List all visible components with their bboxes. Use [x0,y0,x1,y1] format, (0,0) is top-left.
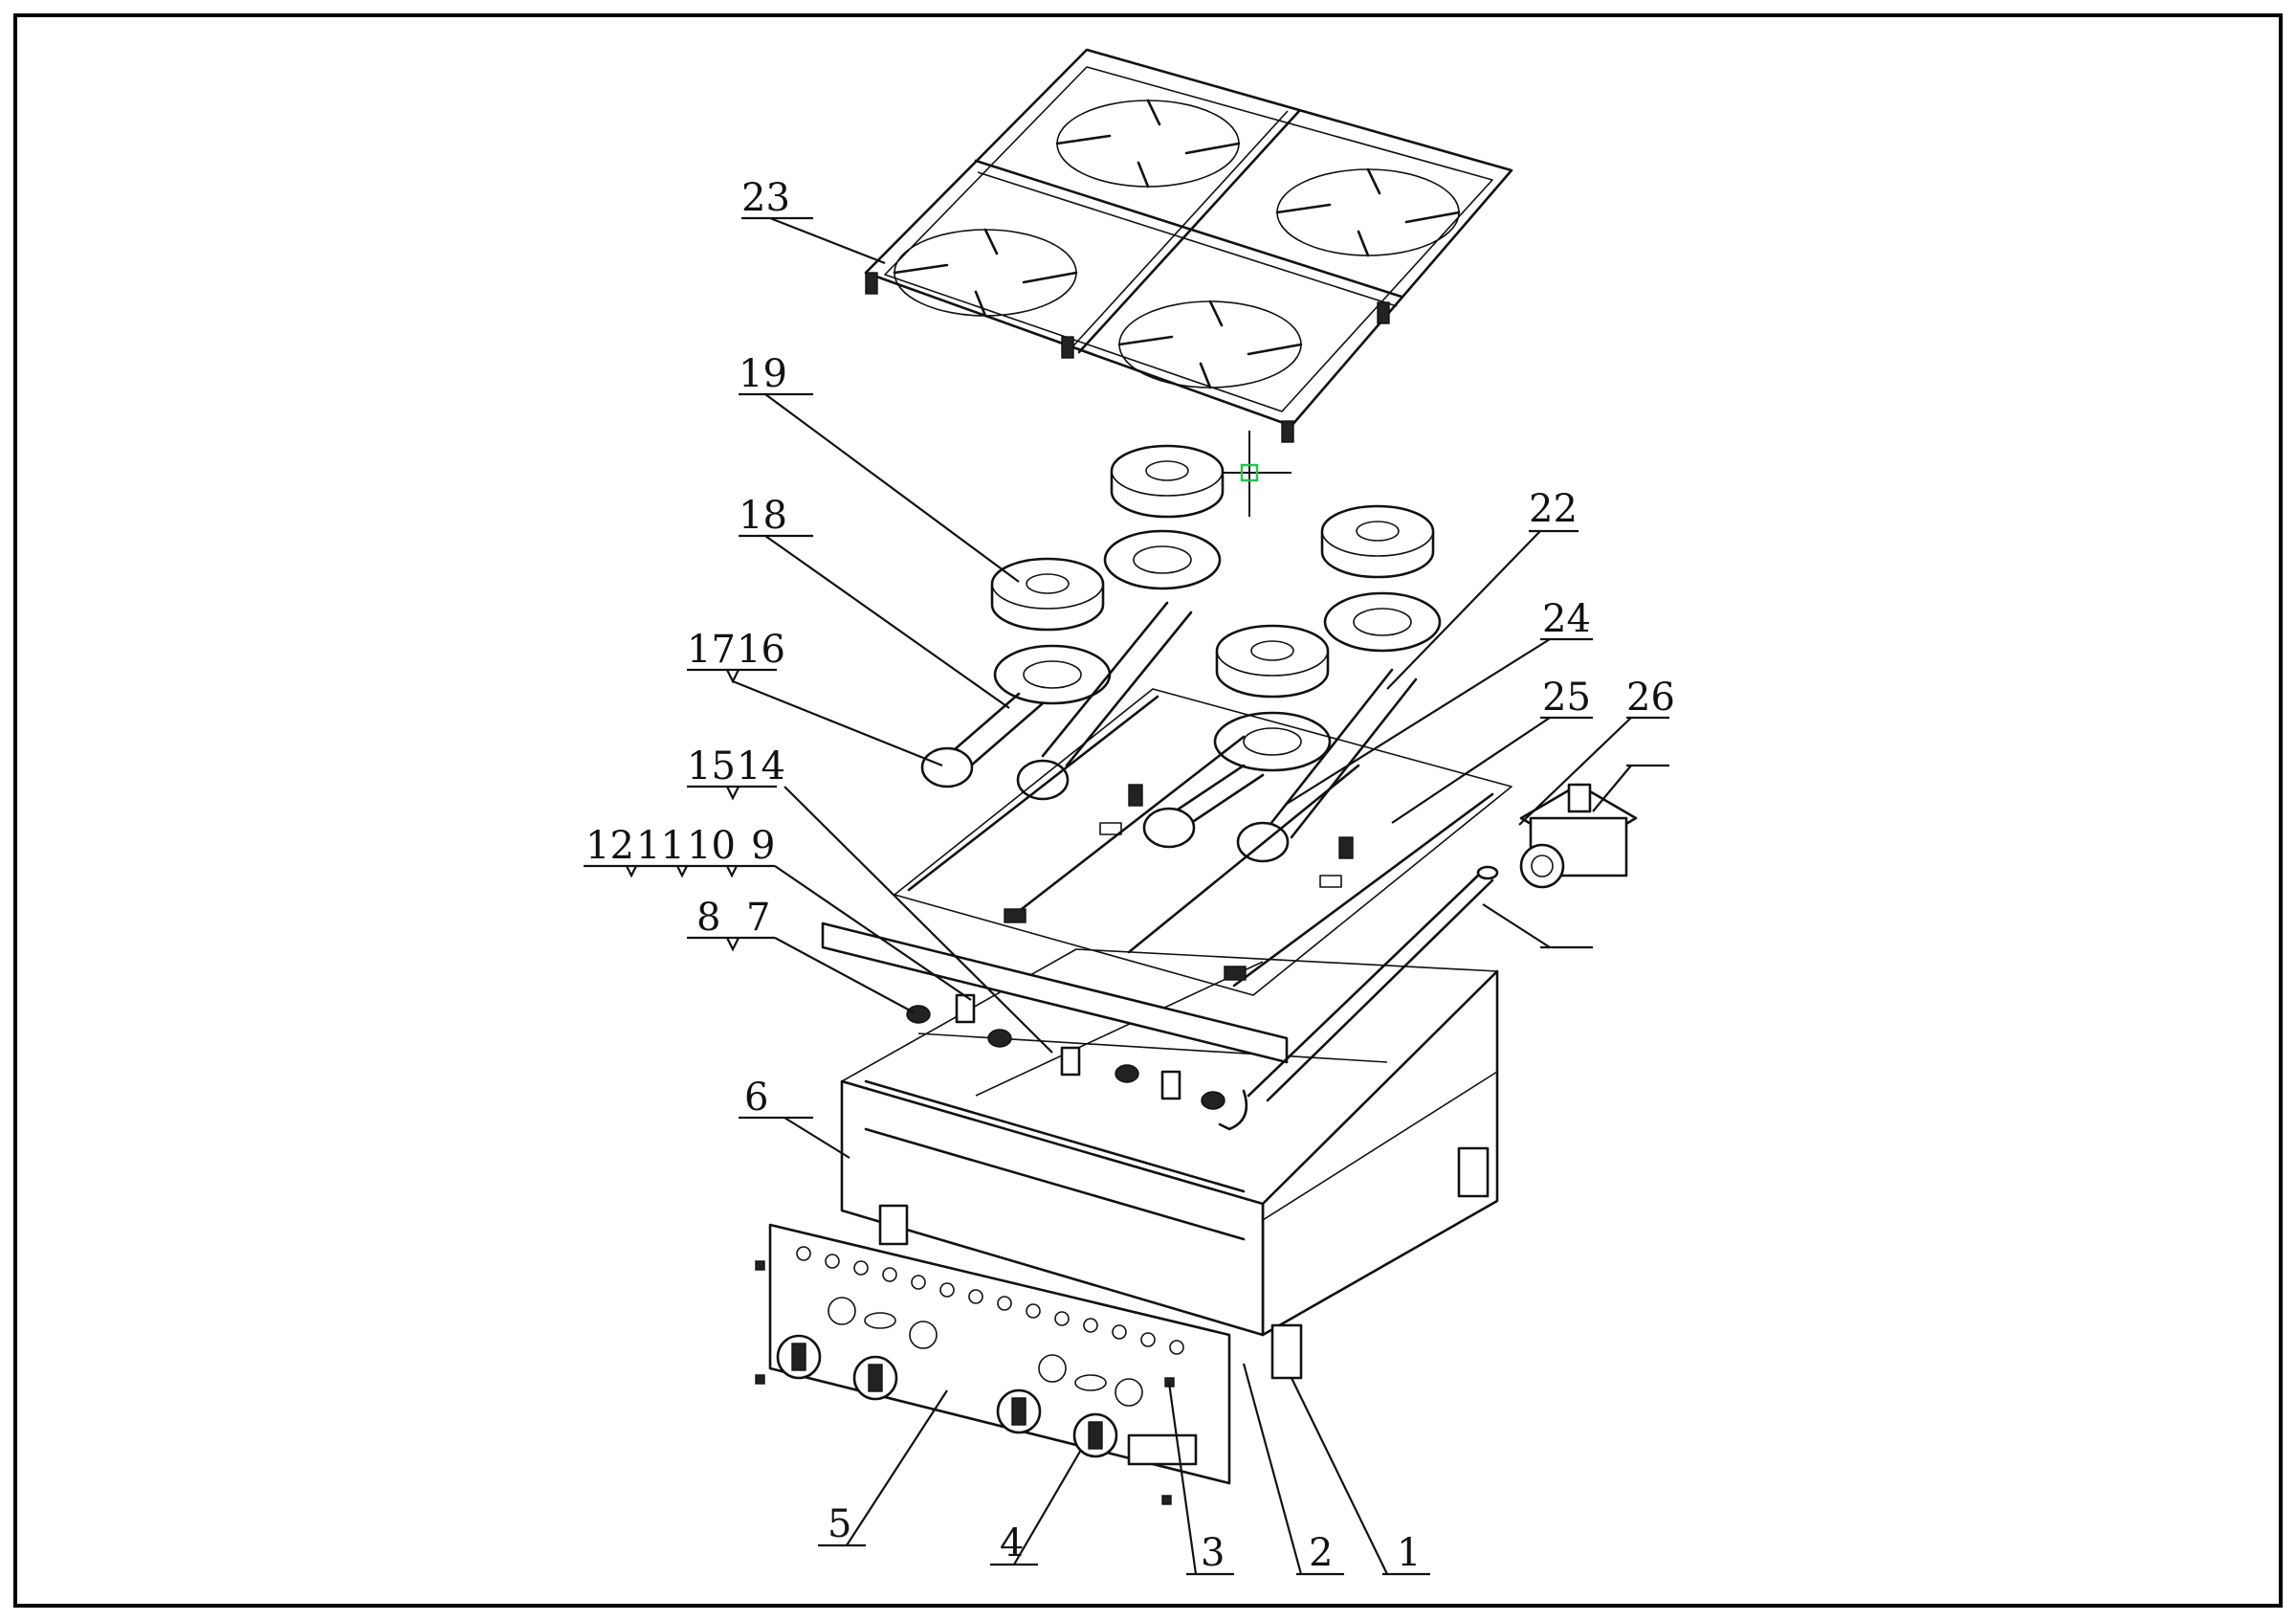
cabinet-body-part-6 [840,948,1499,1380]
callout-2: 2 [1309,1531,1333,1575]
callout-23: 25 [1542,676,1591,720]
callout-16: 16 [737,628,785,672]
leader-lines [584,216,1669,1576]
grate-part-21 [864,48,1513,443]
knob-icon [1072,1412,1118,1458]
panel-holes [796,1246,1184,1407]
callout-12: 12 [585,824,634,868]
regulator-parts-24-25 [1519,783,1638,889]
callout-3: 3 [1201,1531,1225,1575]
callout-8: 8 [696,896,720,940]
callout-21: 23 [741,176,790,220]
callout-1: 1 [1397,1531,1421,1575]
callout-9: 9 [751,824,775,868]
callout-22: 24 [1542,597,1591,641]
callout-15: 15 [687,744,736,788]
control-panel-part-5 [755,1223,1231,1505]
manifold-part-26 [821,865,1499,1131]
callout-labels: 23 19 18 17 16 15 14 12 11 10 9 8 7 6 22… [585,176,1675,1575]
callout-19: 19 [739,352,787,396]
knob-icon [852,1355,898,1401]
callout-24: 26 [1626,676,1675,720]
burners-part-18 [920,529,1442,863]
drawing-border [13,13,2283,1608]
callout-14: 14 [737,744,785,788]
callout-10: 10 [687,824,736,868]
callout-5: 5 [828,1502,851,1546]
callout-18: 18 [739,494,787,538]
burner-frame-parts-22-23 [894,688,1512,996]
callout-4: 4 [1000,1521,1024,1565]
callout-20: 22 [1529,487,1578,531]
callout-6: 6 [744,1076,768,1120]
knob-icon [996,1388,1042,1434]
callout-11: 11 [636,824,685,868]
knob-icon [776,1334,822,1380]
callout-17: 17 [687,628,736,672]
burner-caps-part-19 [990,444,1435,699]
callout-7: 7 [746,896,770,940]
